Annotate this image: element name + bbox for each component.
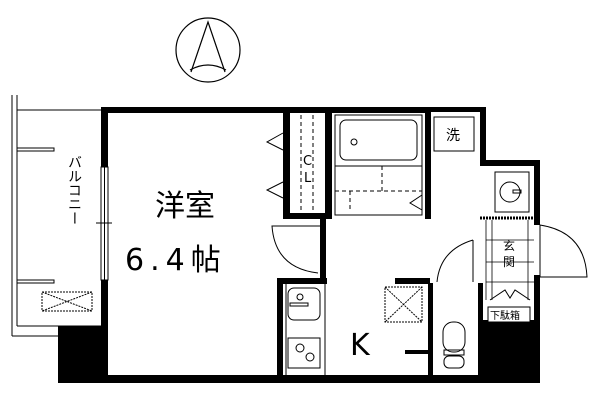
closet-label-l: L [304,171,312,186]
stove-icon [287,337,321,369]
sink-icon [287,287,321,321]
toilet-icon [442,321,466,369]
room-door [271,225,320,274]
washer-space [433,116,475,152]
bathtub-icon [334,114,423,216]
entrance-label-1: 玄 [503,238,515,253]
ventilation-icon [384,286,423,323]
balcony-label: バルコニー [66,155,82,225]
doors [271,224,588,283]
kitchen-counter [285,284,326,375]
closet-label-c: C [303,154,312,169]
ventilation-icon [41,291,93,312]
entrance-floor [485,220,534,300]
shoe-cabinet [487,306,531,323]
room-western-label: 洋室 [155,189,215,224]
compass-north-icon [175,17,241,83]
walls [58,107,540,383]
room-western-size: 6.4帖 [125,243,227,278]
toilet-door [436,239,474,283]
closet [265,115,314,212]
front-door [539,224,588,278]
washer-label: 洗 [446,128,460,144]
balcony [11,95,101,337]
kitchen-label: K [350,328,371,363]
washbasin-icon [494,171,530,213]
entrance-label-2: 関 [503,255,515,269]
shoe-cabinet-symbol [489,289,531,301]
shoe-cabinet-label: 下駄箱 [490,309,520,322]
window [96,166,112,281]
